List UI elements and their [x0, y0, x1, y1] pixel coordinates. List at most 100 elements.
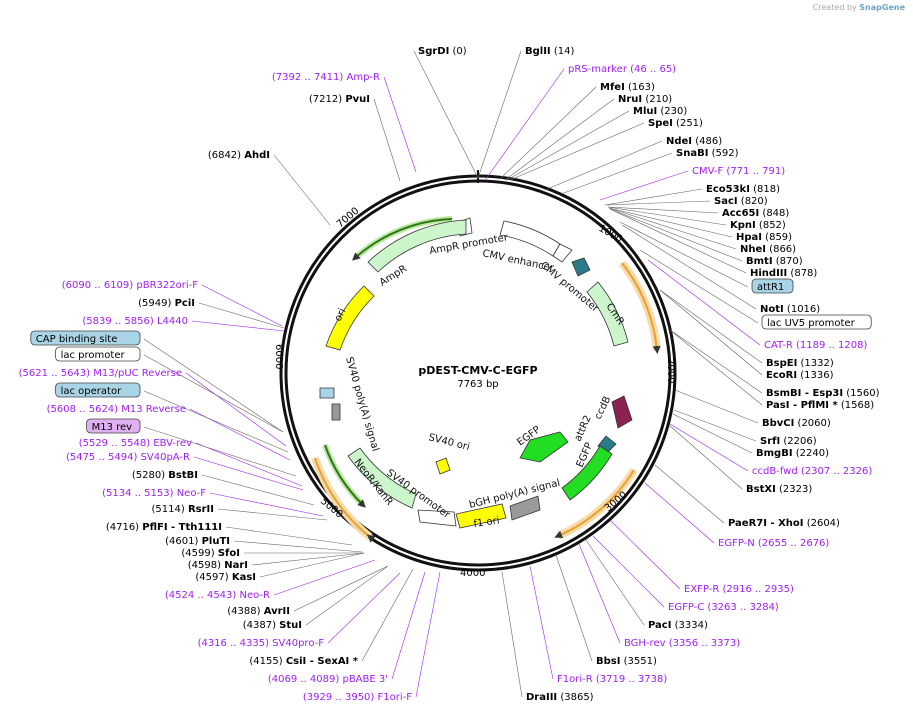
- annotation-sv40pa-r[interactable]: (5475 .. 5494) SV40pA-R: [66, 452, 190, 463]
- annotation-m13-reverse[interactable]: (5608 .. 5624) M13 Reverse: [47, 404, 186, 415]
- egfp-outer-arrow[interactable]: [561, 445, 613, 501]
- annotation-pbabe-3[interactable]: (4069 .. 4089) pBABE 3': [268, 674, 388, 685]
- annotation-exfp-r[interactable]: EXFP-R (2916 .. 2935): [684, 584, 794, 595]
- leader-line: [259, 552, 365, 578]
- annotation-cmv-f[interactable]: CMV-F (771 .. 791): [692, 166, 785, 177]
- cmv-promoter-arrow[interactable]: [552, 243, 573, 263]
- orange-arc-3: [314, 457, 376, 543]
- annotation-kpni[interactable]: KpnI (852): [730, 220, 786, 231]
- annotation-mfei[interactable]: MfeI (163): [600, 82, 655, 93]
- annotation-bspei[interactable]: BspEI (1332): [766, 358, 834, 369]
- annotation-neo-r[interactable]: (4524 .. 4543) Neo-R: [165, 590, 270, 601]
- label-position: (2655 .. 2676): [755, 538, 830, 549]
- annotation-csii-sexai[interactable]: (4155) CsiI - SexAI *: [249, 656, 358, 667]
- annotation-ndei[interactable]: NdeI (486): [666, 136, 722, 147]
- annotation-l4440[interactable]: (5839 .. 5856) L4440: [82, 316, 188, 327]
- bgh-polya-block[interactable]: [509, 495, 541, 521]
- annotation-ccdb-fwd[interactable]: ccdB-fwd (2307 .. 2326): [752, 466, 872, 477]
- annotation-stui[interactable]: (4387) StuI: [243, 620, 302, 631]
- annotation-hpai[interactable]: HpaI (859): [736, 232, 792, 243]
- annotation-pbr322ori-f[interactable]: (6090 .. 6109) pBR322ori-F: [62, 280, 198, 291]
- annotation-kasi[interactable]: (4597) KasI: [195, 572, 256, 583]
- label-name: EXFP-R: [684, 584, 719, 595]
- annotation-mlui[interactable]: MluI (230): [633, 106, 687, 117]
- sv40-ori-block[interactable]: [435, 457, 451, 475]
- annotation-egfp-c[interactable]: EGFP-C (3263 .. 3284): [668, 602, 779, 613]
- annotation-bstxi[interactable]: BstXI (2323): [746, 484, 812, 495]
- annotation-paci[interactable]: PacI (3334): [648, 620, 708, 631]
- annotation-eco53ki[interactable]: Eco53kI (818): [706, 184, 780, 195]
- annotation-lac-operator[interactable]: lac operator: [55, 382, 141, 398]
- label-name: BglII: [525, 46, 551, 57]
- ori-arrow[interactable]: [325, 285, 375, 351]
- annotation-hindiii[interactable]: HindIII (878): [750, 268, 817, 279]
- annotation-srfi[interactable]: SrfI (2206): [760, 436, 817, 447]
- annotation-bgh-rev[interactable]: BGH-rev (3356 .. 3373): [624, 638, 740, 649]
- annotation-pvui[interactable]: (7212) PvuI: [309, 94, 370, 105]
- site-label: EcoRI (1336): [766, 370, 834, 381]
- annotation-m13-puc-reverse[interactable]: (5621 .. 5643) M13/pUC Reverse: [19, 368, 182, 379]
- annotation-avrii[interactable]: (4388) AvrII: [227, 606, 290, 617]
- annotation-ebv-rev[interactable]: (5529 .. 5548) EBV-rev: [79, 438, 192, 449]
- leader-line: [191, 320, 285, 332]
- annotation-bbsi[interactable]: BbsI (3551): [596, 656, 657, 667]
- sv40-polya-block[interactable]: [331, 403, 341, 421]
- leader-line: [373, 98, 401, 182]
- f1-ori-arrow[interactable]: [455, 503, 507, 529]
- site-label: (4388) AvrII: [227, 606, 290, 617]
- ampr-arrow[interactable]: [367, 219, 467, 273]
- annotation-bsmbi-esp3i[interactable]: BsmBI - Esp3I (1560): [766, 388, 880, 399]
- annotation-bbvci[interactable]: BbvCI (2060): [762, 418, 831, 429]
- annotation-egfp-n[interactable]: EGFP-N (2655 .. 2676): [718, 538, 829, 549]
- annotation-bstbi[interactable]: (5280) BstBI: [132, 470, 198, 481]
- annotation-nhei[interactable]: NheI (866): [740, 244, 796, 255]
- annotation-sgrdi[interactable]: SgrDI (0): [418, 46, 467, 57]
- annotation-f1ori-f[interactable]: (3929 .. 3950) F1ori-F: [303, 692, 412, 703]
- primer-label: (4069 .. 4089) pBABE 3': [268, 674, 388, 685]
- annotation-lac-uv5-promoter[interactable]: lac UV5 promoter: [761, 314, 872, 330]
- annotation-nrui[interactable]: NruI (210): [618, 94, 672, 105]
- annotation-rsrii[interactable]: (5114) RsrII: [152, 504, 214, 515]
- annotation-pflfi-tth111i[interactable]: (4716) PflFI - Tth111I: [106, 522, 222, 533]
- annotation-lac-promoter[interactable]: lac promoter: [55, 346, 141, 362]
- annotation-sv40pro-f[interactable]: (4316 .. 4335) SV40pro-F: [198, 638, 325, 649]
- annotation-nari[interactable]: (4598) NarI: [188, 560, 248, 571]
- annotation-cat-r[interactable]: CAT-R (1189 .. 1208): [764, 340, 867, 351]
- annotation-sfoi[interactable]: (4599) SfoI: [181, 548, 240, 559]
- annotation-draiii[interactable]: DraIII (3865): [526, 692, 594, 703]
- annotation-ahdi[interactable]: (6842) AhdI: [208, 150, 270, 161]
- annotation-ecori[interactable]: EcoRI (1336): [766, 370, 834, 381]
- annotation-pasi-pflmi[interactable]: PasI - PflMI * (1568): [766, 400, 874, 411]
- annotation-pcii[interactable]: (5949) PciI: [138, 298, 195, 309]
- annotation-noti[interactable]: NotI (1016): [760, 304, 820, 315]
- label-name: MluI: [633, 106, 657, 117]
- annotation-cap-binding-site[interactable]: CAP binding site: [30, 330, 141, 346]
- annotation-saci[interactable]: SacI (820): [714, 196, 768, 207]
- leader-line: [529, 565, 554, 680]
- annotation-spei[interactable]: SpeI (251): [648, 118, 703, 129]
- annotation-pluti[interactable]: (4601) PluTI: [165, 536, 230, 547]
- site-label: Eco53kI (818): [706, 184, 780, 195]
- annotation-prs-marker[interactable]: pRS-marker (46 .. 65): [568, 64, 676, 75]
- cmr-arrow[interactable]: [586, 281, 629, 347]
- annotation-bglii[interactable]: BglII (14): [525, 46, 574, 57]
- annotation-f1ori-r[interactable]: F1ori-R (3719 .. 3738): [557, 674, 667, 685]
- annotation-attr1[interactable]: attR1: [751, 278, 794, 294]
- annotation-neo-f[interactable]: (5134 .. 5153) Neo-F: [102, 488, 206, 499]
- cmv-enhancer-arrow[interactable]: [499, 220, 561, 257]
- annotation-amp-r[interactable]: (7392 .. 7411) Amp-R: [272, 72, 380, 83]
- annotation-paer7i-xhoi[interactable]: PaeR7I - XhoI (2604): [728, 518, 840, 529]
- attr1-block[interactable]: [571, 257, 591, 277]
- snapgene-logo[interactable]: SnapGene: [859, 3, 905, 12]
- sv40-promoter-arrow[interactable]: [417, 509, 457, 527]
- site-label: (4601) PluTI: [165, 536, 230, 547]
- annotation-m13-rev[interactable]: M13 rev: [86, 418, 141, 434]
- annotation-snabi[interactable]: SnaBI (592): [676, 148, 739, 159]
- lac-operator-block[interactable]: [319, 387, 335, 399]
- egfp-inner-arrow[interactable]: [519, 431, 569, 463]
- annotation-bmti[interactable]: BmtI (870): [746, 256, 803, 267]
- annotation-acc65i[interactable]: Acc65I (848): [722, 208, 789, 219]
- ccdb-arrow[interactable]: [611, 395, 633, 429]
- neor-kanr-arrow[interactable]: [347, 447, 417, 509]
- annotation-bmgbi[interactable]: BmgBI (2240): [756, 448, 829, 459]
